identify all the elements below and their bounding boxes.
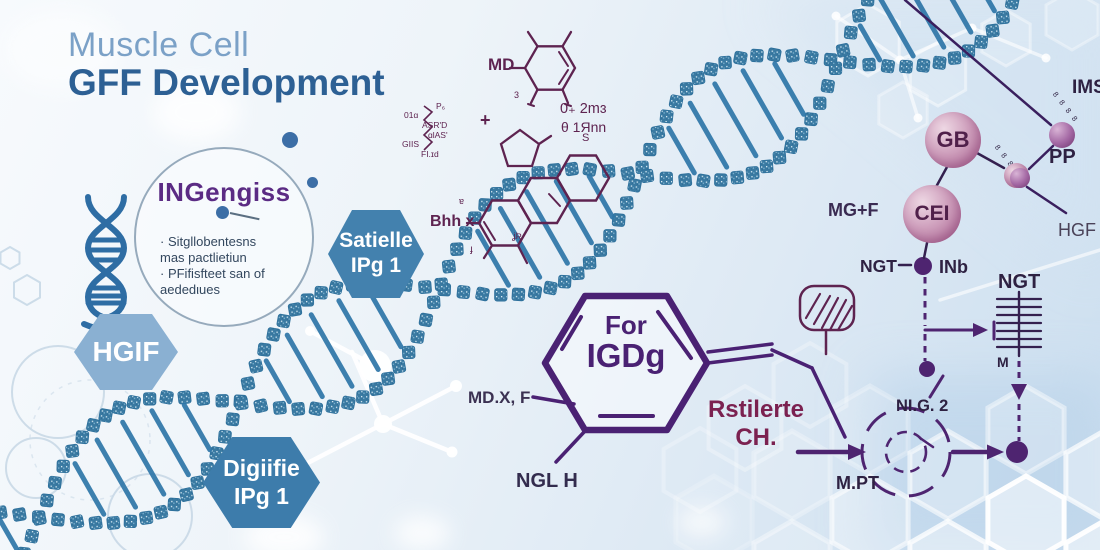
receptor-ladder-icon: [995, 290, 1043, 358]
info-circle-heading: INGengiss: [157, 177, 291, 207]
hexagon-pattern: [661, 340, 1100, 550]
pathway-flow: [795, 0, 1068, 498]
info-circle: INGengiss · Sitgllobentesns mas pactliet…: [134, 147, 314, 327]
chem-structures: [422, 30, 611, 265]
bullet-1: · Sitgllobentesns: [160, 234, 257, 249]
chem-note-1: 0₊ 2mɜ: [560, 101, 607, 117]
ims-label: IMS: [1072, 77, 1100, 98]
inb-label: INb: [939, 257, 968, 277]
bullet-2: mas pactlietiun: [160, 249, 247, 265]
mdx-label: MD.X, F: [468, 388, 531, 407]
gb-label: GB: [936, 127, 970, 152]
hgf-label: HGF: [1058, 220, 1096, 240]
hatched-receptor-icon: [798, 284, 856, 356]
chem-bhh-label: Bhh x: [430, 213, 475, 230]
title-line2: GFF Development: [68, 61, 385, 103]
peptide-label-1: 01ɑ: [404, 110, 419, 120]
rstilerte-label: Rstilerte CH.: [698, 396, 814, 451]
hgif-label: HGIF: [92, 336, 160, 368]
dna-icon: [81, 194, 131, 332]
satielle-line2: IPg 1: [350, 254, 402, 277]
benzene-title-line1: For: [605, 310, 647, 340]
mgf-label: MG+F: [828, 200, 879, 220]
nig2-label: NI.G. 2: [896, 397, 949, 415]
page-title: Muscle Cell GFF Development: [68, 26, 385, 103]
ngl-label: NGL H: [516, 470, 578, 492]
chem-note-3: S: [582, 132, 590, 144]
ngt-top-label: NGT: [860, 256, 897, 276]
digiifie-line2: IPg 1: [234, 482, 289, 509]
bullet-3: · PFifisfteet san of: [160, 265, 265, 281]
rstilerte-line1: Rstilerte: [707, 396, 805, 423]
benzene-title: For IGDg: [566, 310, 686, 375]
node-gb: GB: [925, 112, 981, 168]
accent-dot-large: [282, 132, 298, 148]
chem-sub3-label: 3: [514, 90, 520, 100]
pin-dot-icon: [216, 206, 229, 219]
peptide-label-4: ɑlAS': [428, 130, 448, 140]
chem-plus: +: [480, 110, 491, 130]
sphere-secondary-icon: [1010, 168, 1030, 188]
peptide-label-2: P₆: [436, 101, 446, 111]
rstilerte-line2: CH.: [735, 423, 777, 451]
chem-md-label: MD: [488, 55, 515, 74]
bullet-4: aededιues: [160, 281, 220, 297]
peptide-label-3: ASR'D: [422, 120, 448, 130]
molecule-network-graphic: [292, 326, 462, 474]
m-label: M: [997, 354, 1009, 370]
digiifie-line1: Digiifie: [223, 455, 300, 482]
node-cei: CEI: [903, 185, 961, 243]
title-line1: Muscle Cell: [68, 26, 250, 64]
dna-helix-graphic: [0, 0, 1020, 550]
chem-glyph-2: ʝƦ: [512, 231, 522, 241]
chem-note-2: θ 1Яnn: [561, 119, 607, 135]
peptide-label-5: GIIS: [402, 139, 420, 149]
chem-glyph-1: ɐ: [459, 196, 465, 206]
cei-label: CEI: [914, 202, 950, 225]
accent-dot-small: [307, 177, 318, 188]
ngt-right-label: NGT: [998, 271, 1041, 293]
satielle-line1: Satielle: [339, 229, 413, 253]
chem-glyph-3: ɟ: [470, 244, 473, 255]
mpt-label: M.PT: [836, 473, 879, 493]
peptide-label-6: FI.ɪd: [421, 149, 439, 159]
pp-label: PP: [1049, 146, 1076, 168]
info-circle-bullets: · Sitgllobentesns mas pactlietiun · PFif…: [136, 234, 312, 297]
benzene-ring-icon: [531, 292, 847, 464]
benzene-title-line2: IGDg: [586, 337, 666, 375]
sphere-pp-icon: [1049, 122, 1075, 148]
